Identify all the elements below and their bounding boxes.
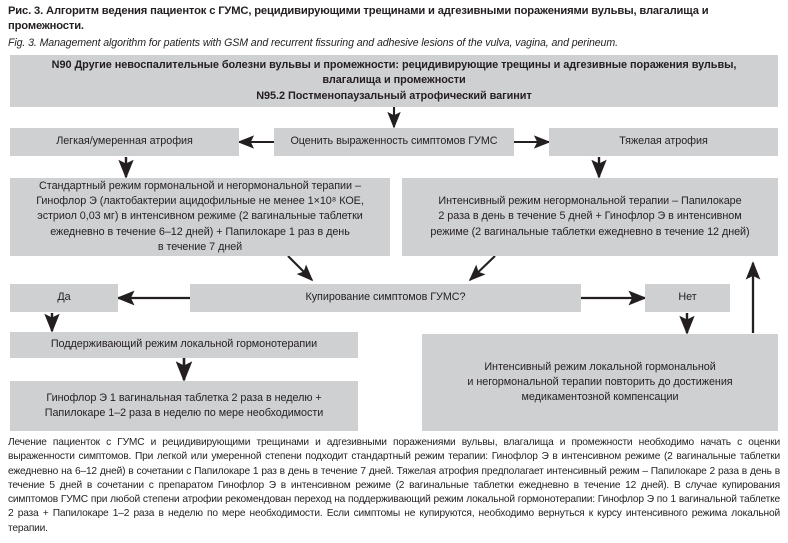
node-standard-line-3: эстриол 0,03 мг) в интенсивном режиме (2… bbox=[37, 210, 363, 223]
node-repeat-line-2: и негормональной терапии повторить до до… bbox=[467, 375, 733, 388]
node-no-label: Нет bbox=[678, 291, 697, 304]
node-answer-yes: Да bbox=[10, 284, 118, 312]
node-relief-question: Купирование симптомов ГУМС? bbox=[190, 284, 581, 312]
figure-footnote-text: Лечение пациенток с ГУМС и рецидивирующи… bbox=[8, 437, 780, 534]
node-standard-line-5: в течение 7 дней bbox=[157, 241, 243, 253]
node-intensive-line-1: Интенсивный режим негормональной терапии… bbox=[438, 195, 742, 207]
node-intensive-regimen: Интенсивный режим негормональной терапии… bbox=[402, 178, 778, 256]
node-standard-line-4: ежедневно в течение 6–12 дней) + Папилок… bbox=[50, 225, 350, 238]
node-repeat-line-3: медикаментозной компенсации bbox=[521, 391, 679, 404]
edge-standard-relief bbox=[287, 255, 314, 282]
node-yes-label: Да bbox=[57, 291, 71, 304]
flowchart-arrows bbox=[44, 107, 761, 383]
node-relief-label: Купирование симптомов ГУМС? bbox=[305, 291, 466, 304]
node-severe-atrophy: Тяжелая атрофия bbox=[549, 128, 778, 156]
node-diagnosis-line-1: N90 Другие невоспалительные болезни вуль… bbox=[51, 58, 737, 71]
node-severe-label: Тяжелая атрофия bbox=[619, 135, 708, 148]
node-intensive-line-2: 2 раза в день в течение 5 дней + Гинофло… bbox=[438, 210, 742, 223]
node-diagnosis: N90 Другие невоспалительные болезни вуль… bbox=[10, 55, 778, 107]
node-assess-label: Оценить выраженность симптомов ГУМС bbox=[290, 135, 498, 148]
node-answer-no: Нет bbox=[645, 284, 730, 312]
node-maintenance-detail-line-1: Гинофлор Э 1 вагинальная таблетка 2 раза… bbox=[46, 391, 322, 404]
node-diagnosis-line-3: N95.2 Постменопаузальный атрофический ва… bbox=[256, 89, 532, 102]
node-mild-label: Легкая/умеренная атрофия bbox=[56, 135, 193, 148]
edge-intensive-relief bbox=[468, 255, 496, 282]
node-maintenance-regimen: Поддерживающий режим локальной гормоноте… bbox=[10, 332, 358, 358]
node-maintenance-detail-line-2: Папилокаре 1–2 раза в неделю по мере нео… bbox=[44, 407, 324, 419]
node-standard-line-1: Стандартный режим гормональной и негормо… bbox=[39, 179, 361, 192]
node-standard-regimen: Стандартный режим гормональной и негормо… bbox=[10, 178, 390, 256]
node-repeat-intensive: Интенсивный режим локальной гормональной… bbox=[422, 334, 778, 431]
node-maintenance-label: Поддерживающий режим локальной гормоноте… bbox=[50, 338, 318, 351]
node-maintenance-detail: Гинофлор Э 1 вагинальная таблетка 2 раза… bbox=[10, 381, 358, 431]
figure-caption: Рис. 3. Алгоритм ведения пациенток с ГУМ… bbox=[8, 4, 780, 51]
node-mild-atrophy: Легкая/умеренная атрофия bbox=[10, 128, 239, 156]
node-repeat-line-1: Интенсивный режим локальной гормональной bbox=[484, 360, 716, 373]
caption-russian: Рис. 3. Алгоритм ведения пациенток с ГУМ… bbox=[8, 5, 709, 32]
node-assess-symptoms: Оценить выраженность симптомов ГУМС bbox=[274, 128, 514, 156]
node-standard-line-2: Гинофлор Э (лактобактерии ацидофильные н… bbox=[36, 195, 364, 208]
caption-english: Fig. 3. Management algorithm for patient… bbox=[8, 36, 618, 49]
node-intensive-line-3: режиме (2 вагинальные таблетки ежедневно… bbox=[430, 225, 750, 238]
flowchart: N90 Другие невоспалительные болезни вуль… bbox=[0, 55, 788, 433]
node-diagnosis-line-2: влагалища и промежности bbox=[322, 74, 466, 87]
figure-footnote: Лечение пациенток с ГУМС и рецидивирующи… bbox=[8, 436, 780, 536]
